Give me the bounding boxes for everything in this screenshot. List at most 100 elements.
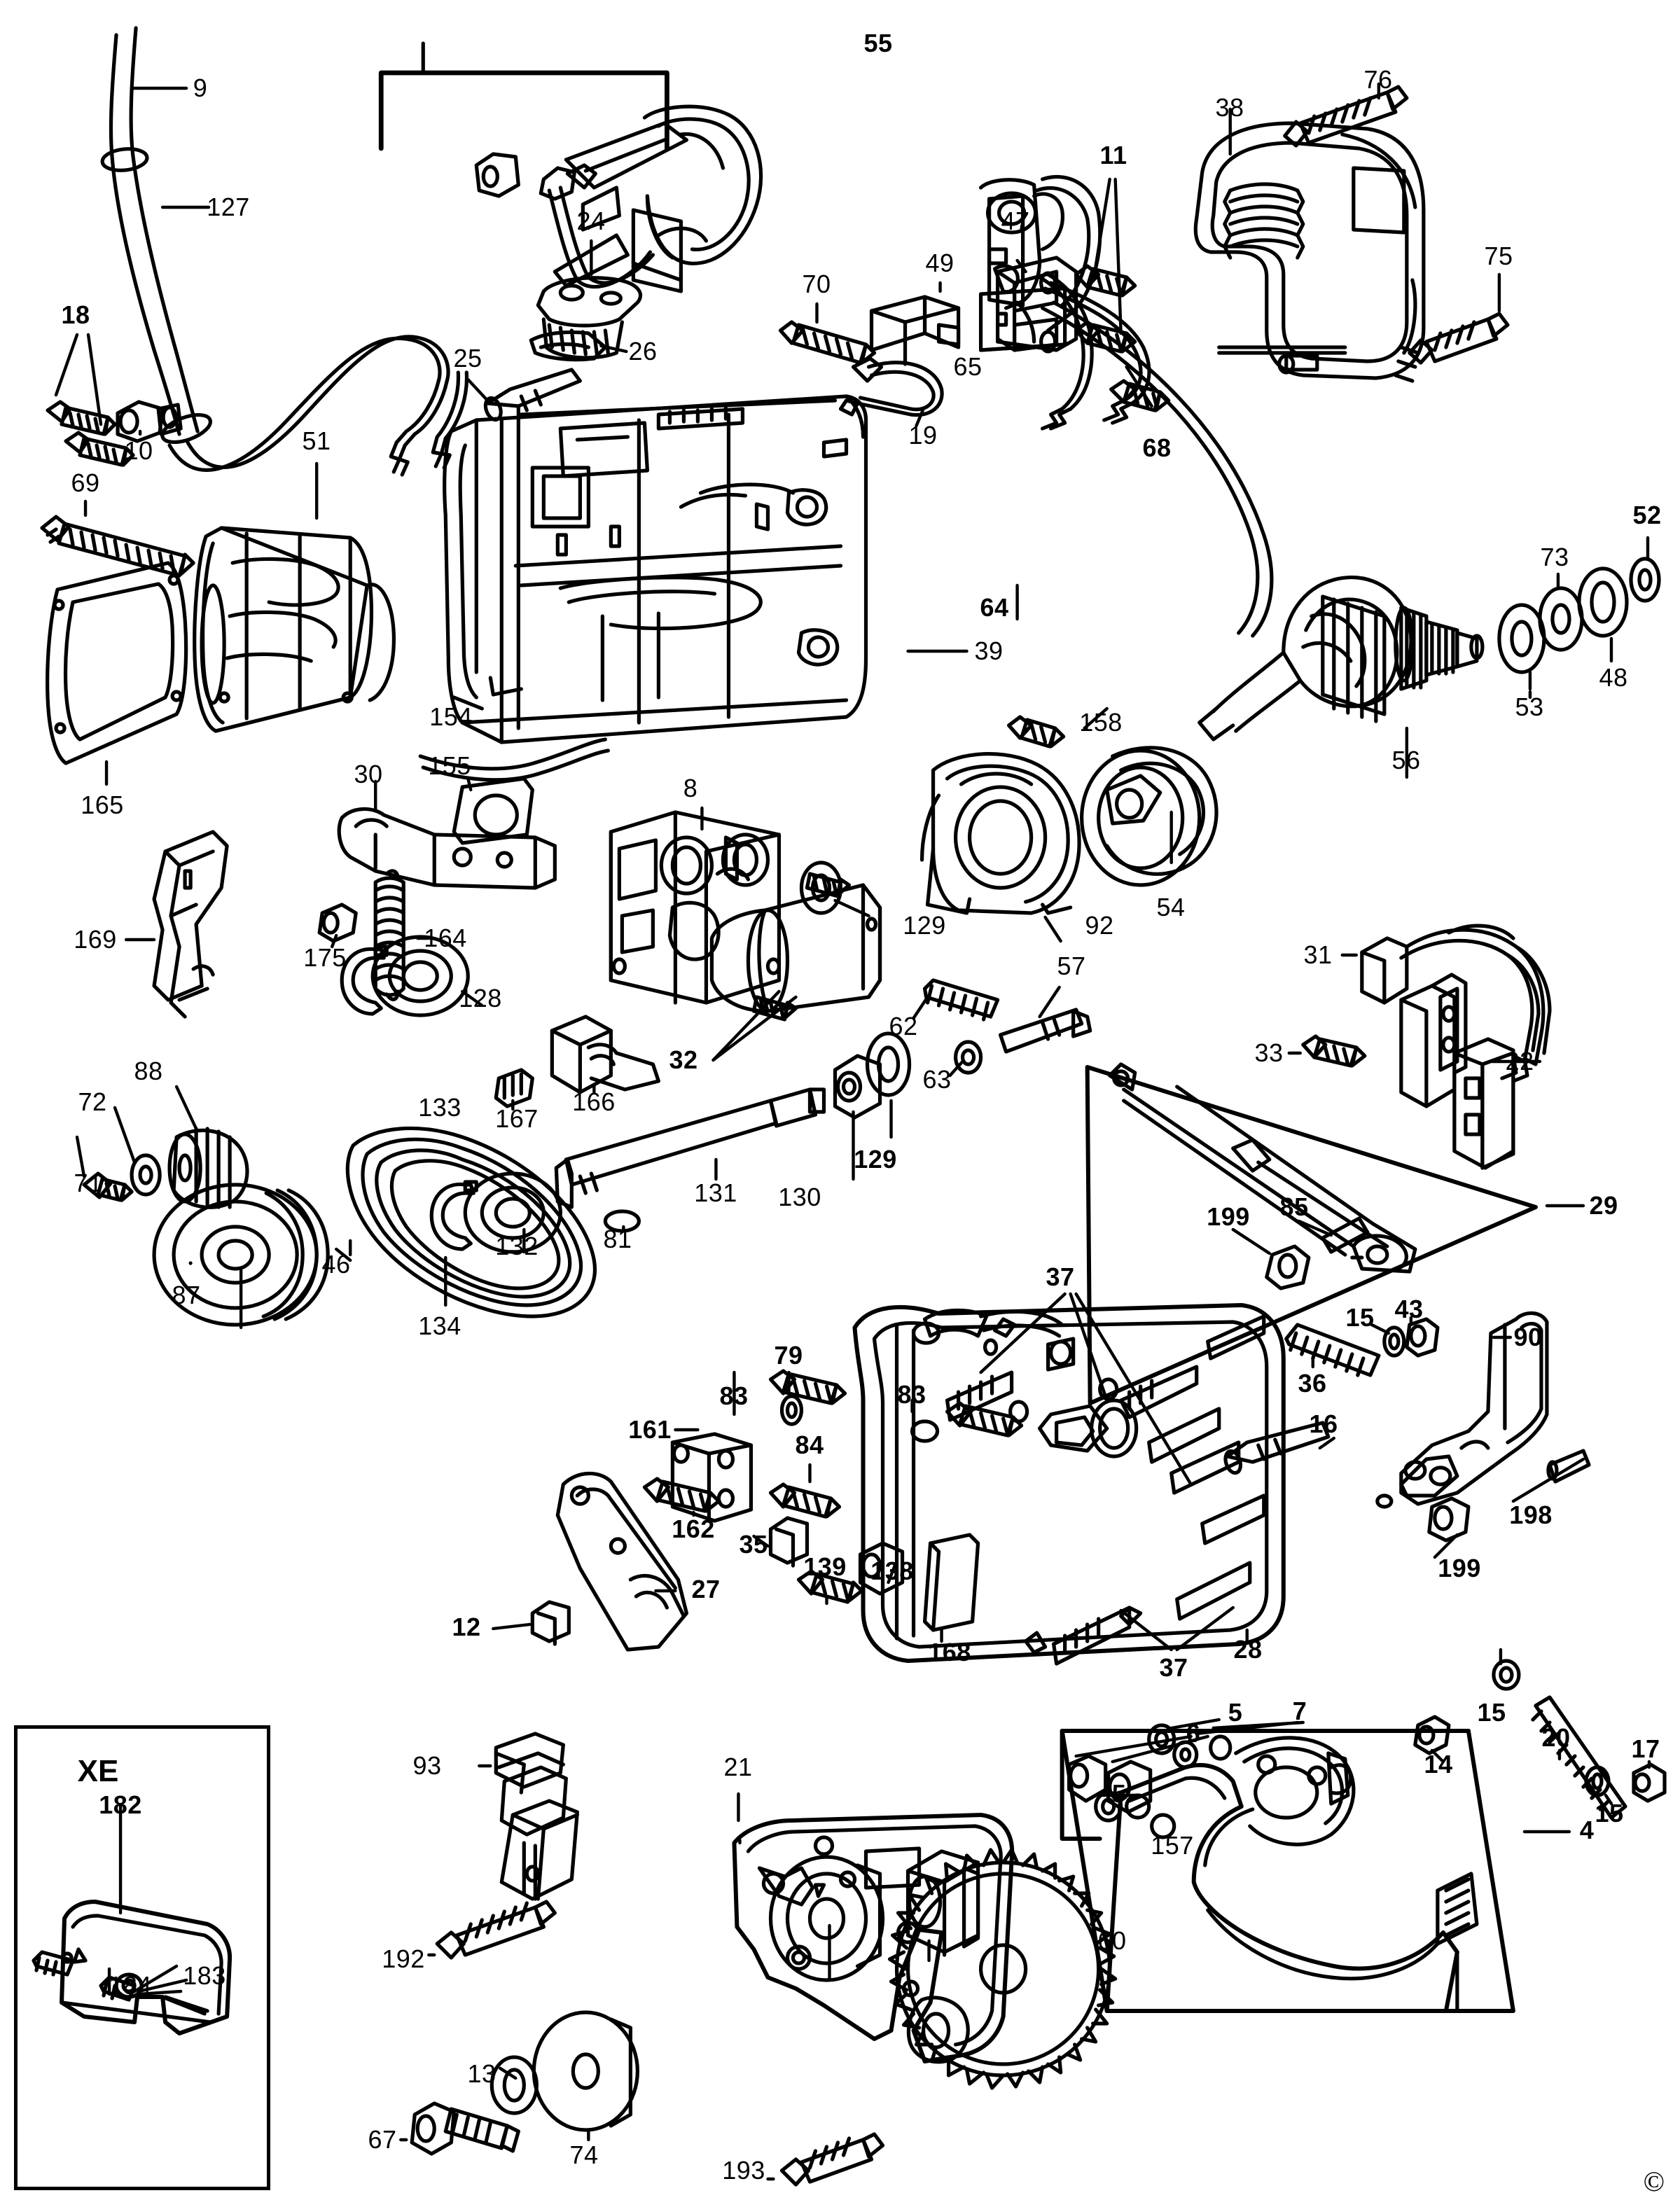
part-callout-17: 17 [1631, 1734, 1660, 1763]
part-callout-83: 83 [897, 1380, 926, 1409]
part-callout-154: 154 [429, 702, 473, 731]
part-callout-16: 16 [1309, 1409, 1338, 1438]
part-callout-55: 55 [863, 29, 893, 57]
part-callout-72: 72 [78, 1087, 107, 1116]
part-callout-29: 29 [1589, 1191, 1618, 1220]
part-callout-87: 87 [172, 1281, 201, 1309]
part-callout-54: 54 [1156, 893, 1186, 921]
part-callout-138: 138 [870, 1557, 914, 1585]
part-callout-169: 169 [74, 925, 117, 954]
part-callout-43: 43 [1394, 1295, 1424, 1323]
part-callout-193: 193 [722, 2156, 765, 2185]
part-callout-18: 18 [61, 300, 90, 329]
part-callout-168: 168 [928, 1638, 971, 1666]
part-callout-84: 84 [795, 1430, 824, 1459]
part-callout-56: 56 [1391, 746, 1421, 774]
part-callout-127: 127 [207, 193, 250, 221]
part-callout-37: 37 [1046, 1262, 1075, 1291]
part-callout-131: 131 [694, 1178, 737, 1207]
part-callout-129: 129 [903, 911, 946, 940]
part-callout-85: 85 [1279, 1192, 1309, 1221]
part-callout-157: 157 [1151, 1831, 1194, 1860]
part-callout-30: 30 [354, 760, 383, 788]
part-callout-183: 183 [183, 1961, 226, 1990]
part-callout-15: 15 [1345, 1303, 1375, 1332]
part-callout-155: 155 [428, 751, 471, 780]
part-callout-132: 132 [495, 1232, 539, 1260]
part-callout-71: 71 [74, 1169, 103, 1197]
part-callout-5: 5 [1111, 1779, 1127, 1808]
part-callout-46: 46 [321, 1250, 351, 1279]
part-callout-28: 28 [1233, 1635, 1263, 1664]
part-callout-62: 62 [889, 1012, 918, 1040]
part-callout-25: 25 [453, 344, 483, 373]
part-callout-19: 19 [908, 421, 938, 450]
part-callout-15: 15 [1477, 1698, 1506, 1727]
part-callout-81: 81 [603, 1225, 632, 1253]
part-callout-198: 198 [1509, 1501, 1553, 1529]
part-callout-47: 47 [1001, 207, 1030, 235]
part-callout-39: 39 [974, 636, 1004, 665]
part-callout-65: 65 [953, 352, 983, 381]
part-callout-63: 63 [922, 1065, 952, 1094]
part-callout-75: 75 [1484, 242, 1513, 270]
copyright-icon: © [1643, 2166, 1665, 2197]
part-callout-57: 57 [1057, 952, 1086, 980]
part-callout-92: 92 [1085, 911, 1114, 940]
part-callout-31: 31 [1303, 940, 1333, 969]
part-callout-22: 22 [1505, 1047, 1534, 1075]
part-callout-12: 12 [452, 1613, 481, 1641]
part-callout-130: 130 [778, 1183, 821, 1211]
part-callout-192: 192 [382, 1944, 425, 1973]
part-callout-60: 60 [1097, 1926, 1127, 1955]
part-callout-14: 14 [1424, 1750, 1453, 1778]
part-callout-70: 70 [802, 270, 831, 298]
part-callout-128: 128 [459, 984, 502, 1012]
part-callout-8: 8 [683, 774, 698, 802]
part-callout-9: 9 [193, 74, 208, 102]
part-callout-93: 93 [412, 1751, 442, 1780]
part-callout-68: 68 [1142, 433, 1172, 462]
part-callout-164: 164 [424, 924, 467, 952]
part-callout-199: 199 [1207, 1202, 1250, 1231]
part-callout-24: 24 [576, 207, 606, 235]
part-callout-129: 129 [854, 1145, 897, 1174]
variant-box-label: XE [77, 1754, 119, 1788]
part-callout-166: 166 [572, 1087, 616, 1116]
part-callout-15: 15 [1595, 1799, 1624, 1827]
part-callout-167: 167 [495, 1104, 539, 1133]
part-callout-64: 64 [980, 593, 1009, 622]
part-callout-158: 158 [1079, 708, 1123, 737]
part-callout-73: 73 [1540, 543, 1569, 571]
part-callout-35: 35 [739, 1530, 768, 1559]
part-callout-199: 199 [1438, 1554, 1481, 1582]
part-callout-90: 90 [1513, 1323, 1543, 1351]
part-callout-76: 76 [1363, 65, 1393, 94]
part-callout-49: 49 [925, 249, 954, 277]
part-callout-51: 51 [302, 426, 331, 455]
part-callout-52: 52 [1632, 501, 1662, 529]
part-callout-27: 27 [691, 1575, 721, 1603]
part-callout-133: 133 [418, 1093, 461, 1122]
part-callout-162: 162 [672, 1515, 715, 1543]
part-callout-79: 79 [774, 1341, 803, 1370]
part-callout-38: 38 [1215, 93, 1244, 122]
part-callout-13: 13 [467, 2059, 497, 2088]
part-callout-11: 11 [1099, 141, 1127, 169]
part-callout-21: 21 [723, 1753, 753, 1781]
part-callout-53: 53 [1515, 692, 1544, 721]
part-callout-48: 48 [1599, 663, 1628, 692]
part-callout-26: 26 [628, 337, 658, 365]
part-callout-134: 134 [418, 1311, 461, 1340]
variant-box-xe [14, 1725, 270, 2190]
part-callout-161: 161 [628, 1415, 672, 1444]
part-callout-6: 6 [1186, 1719, 1201, 1748]
part-callout-83: 83 [719, 1381, 749, 1410]
part-callout-165: 165 [81, 791, 124, 819]
part-callout-67: 67 [368, 2125, 397, 2154]
part-callout-175: 175 [303, 943, 347, 972]
part-callout-74: 74 [569, 2140, 599, 2169]
part-callout-69: 69 [71, 468, 100, 497]
part-callout-88: 88 [134, 1057, 163, 1085]
